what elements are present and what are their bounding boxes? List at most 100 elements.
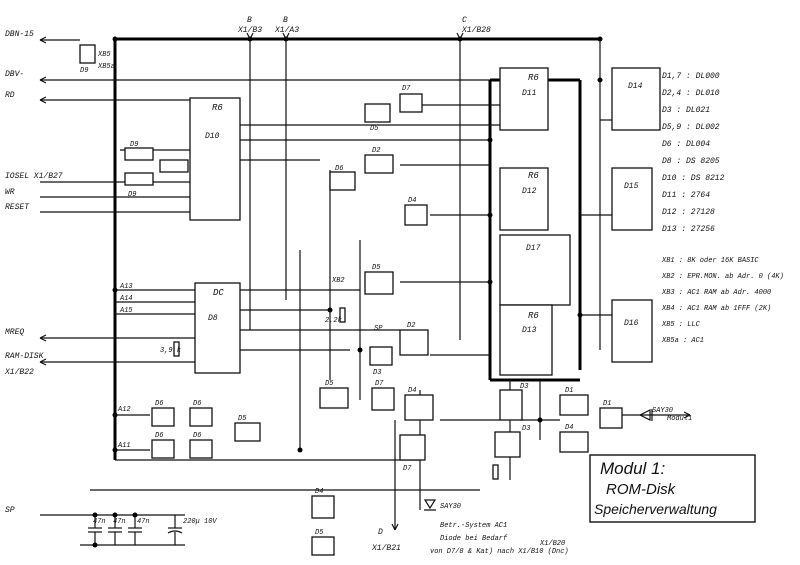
legend-jumper-3: XB3 : AC1 RAM ab Adr. 4000	[661, 289, 771, 297]
note-pin-ref: X1/B20	[539, 540, 565, 548]
label-mreq: MREQ	[5, 328, 24, 337]
gate-d6a	[329, 171, 356, 191]
chip-d11-type: R6	[528, 73, 539, 83]
chip-d11	[499, 67, 549, 131]
chip-d14	[611, 67, 661, 131]
label-res1: 3,9 k	[160, 347, 182, 355]
label-sp-small: SP	[374, 325, 383, 333]
gate-d9a	[124, 147, 154, 161]
title-line3: Speicherverwaltung	[594, 501, 717, 517]
legend-ic-8: D11 : 2764	[662, 191, 710, 200]
gate-label-11: D7	[375, 380, 384, 388]
gate-d4a	[404, 204, 428, 226]
label-diode2: SAY30	[652, 407, 673, 415]
chip-d12	[499, 167, 549, 231]
chip-d15	[611, 167, 653, 231]
gate-label-20: D5	[238, 415, 247, 423]
legend-ic-3: D3 : DL021	[662, 106, 710, 115]
label-out-right: Modul1	[667, 415, 692, 423]
note-diode: SAY30	[440, 503, 461, 511]
gate-d3a	[369, 346, 393, 366]
gate-d4c	[559, 394, 589, 416]
cap-label-2: 47n	[137, 518, 150, 526]
gate-d7b	[371, 387, 395, 411]
gate-label-6: D6	[335, 165, 343, 173]
gate-label-0: D9	[80, 67, 88, 75]
gate-d2a	[364, 154, 394, 174]
chip-d8-type: DC	[213, 288, 224, 298]
gate-label-16: D6	[155, 400, 163, 408]
chip-d16-label: D16	[624, 319, 639, 328]
gate-d1a	[599, 407, 623, 429]
label-a13: A13	[119, 283, 133, 291]
label-xb5a: XB5a	[97, 63, 115, 71]
label-top-c: X1/B28	[461, 26, 491, 35]
label-dbv: DBV-	[5, 70, 24, 79]
gate-label-18: D6	[155, 432, 163, 440]
label-a11: A11	[117, 442, 131, 450]
diode-say30-right	[638, 409, 653, 421]
legend-jumper-6: XB5a : AC1	[661, 337, 704, 345]
gate-d3b	[499, 389, 523, 421]
label-top-b1-letter: B	[247, 16, 252, 25]
label-top-b1: X1/B3	[237, 26, 262, 35]
label-sp: SP	[5, 506, 15, 515]
gate-label-22: D7	[403, 465, 412, 473]
gate-label-15: D1	[565, 387, 573, 395]
arrows	[39, 32, 691, 531]
gate-label-4: D7	[402, 85, 411, 93]
gate-label-13: D4	[408, 387, 416, 395]
gate-d5b	[364, 271, 394, 295]
gate-d2b	[399, 329, 429, 356]
gate-label-8: D5	[372, 264, 381, 272]
gate-label-19: D6	[193, 432, 201, 440]
legend-ic-7: D10 : DS 8212	[662, 174, 725, 183]
gate-label-1: D9	[130, 141, 138, 149]
chip-d17-label: D17	[526, 244, 541, 253]
gate-label-10: D3	[373, 369, 381, 377]
legend-jumper-5: XB5 : LLC	[661, 321, 701, 329]
gate-label-17: D6	[193, 400, 201, 408]
legend-ic-5: D6 : DL004	[662, 140, 710, 149]
chip-d13	[499, 304, 553, 376]
gate-d9-top	[79, 44, 96, 64]
chip-d13-type: R6	[528, 311, 539, 321]
gate-d6e	[189, 439, 213, 459]
gate-d4e	[311, 495, 335, 519]
label-xb2: XB2	[331, 277, 345, 285]
gate-label-21: D4	[565, 424, 573, 432]
label-iosel: IOSEL X1/B27	[5, 172, 63, 181]
gate-label-12: D5	[325, 380, 334, 388]
cap-label-1: 47n	[113, 518, 126, 526]
label-reset: RESET	[5, 203, 30, 212]
gate-d6c	[189, 407, 213, 427]
chip-d16	[611, 299, 653, 363]
legend-jumper-2: XB2 : EPR.MON. ab Adr. 0 (4K)	[661, 273, 784, 281]
gate-label-7: D4	[408, 197, 416, 205]
note-line3: von D7/8 & Kat) nach X1/B10 (Dnc)	[430, 548, 569, 556]
label-dbn15: DBN-15	[5, 30, 34, 39]
gate-d4b	[404, 394, 434, 421]
chip-d10-type: R6	[212, 103, 223, 113]
label-x1b22: X1/B22	[4, 368, 34, 377]
legend-jumper-1: XB1 : 8K oder 16K BASIC	[661, 257, 759, 265]
gate-d5a	[364, 103, 391, 123]
gate-d6d	[151, 439, 175, 459]
label-top-b2-letter: B	[283, 16, 288, 25]
label-a15: A15	[119, 307, 133, 315]
chip-d17	[499, 234, 571, 306]
gate-d5d	[234, 422, 261, 442]
title-line1: Modul 1:	[600, 459, 665, 478]
resistor-r3	[492, 464, 499, 480]
gate-d5c	[319, 387, 349, 409]
gate-d7a	[399, 93, 423, 113]
label-top-c-letter: C	[462, 16, 467, 25]
chip-d12-label: D12	[522, 187, 537, 196]
gate-label-5: D2	[372, 147, 380, 155]
resistor-r2	[339, 307, 346, 323]
note-line1: Betr.-System AC1	[440, 522, 507, 530]
gate-d3c	[494, 431, 521, 458]
title-box	[589, 454, 756, 523]
chip-d13-label: D13	[522, 326, 537, 335]
label-a12: A12	[117, 406, 131, 414]
